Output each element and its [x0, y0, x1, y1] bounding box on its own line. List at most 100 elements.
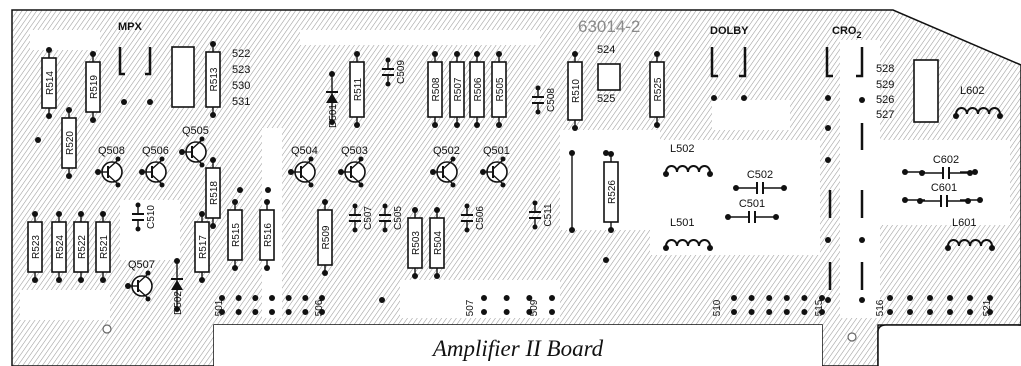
resistor-label: R520 — [65, 131, 76, 155]
edge-pad — [783, 309, 790, 315]
edge-pad — [987, 309, 993, 315]
edge-pad — [947, 295, 953, 301]
resistor-r510: R510 — [567, 51, 583, 131]
transistor-label: Q508 — [98, 145, 125, 157]
edge-pad — [481, 309, 487, 315]
resistor-r506: R506 — [469, 51, 485, 128]
resistor-label: R517 — [198, 235, 209, 259]
edge-pad — [269, 309, 275, 315]
transistor-q501: Q501 — [480, 145, 510, 188]
terminal-label: 528 — [876, 63, 894, 75]
edge-pad — [801, 295, 808, 301]
edge-pad — [987, 295, 993, 301]
edge-pad — [887, 309, 893, 315]
mounting-hole-right — [847, 332, 857, 342]
misc-pads — [35, 95, 983, 303]
edge-connector-label: 506 — [314, 299, 325, 316]
capacitor-c510: C510 — [132, 202, 157, 232]
transistor-label: Q504 — [291, 145, 318, 157]
resistor-label: R516 — [263, 223, 274, 247]
resistor-label: R515 — [231, 223, 242, 247]
edge-pad — [319, 309, 325, 315]
transistor-label: Q507 — [128, 259, 155, 271]
resistor-label: R511 — [353, 77, 364, 101]
resistor-label: R523 — [31, 235, 42, 259]
connector-block-524 — [597, 63, 621, 91]
capacitor-label: C510 — [146, 205, 157, 229]
resistor-r514: R514 — [41, 47, 57, 119]
dolby-header-label: DOLBY — [710, 25, 749, 37]
capacitor-c505: C505 — [379, 203, 404, 233]
capacitor-label: C511 — [543, 203, 554, 227]
edge-pad — [219, 295, 225, 301]
edge-pad — [927, 295, 933, 301]
resistor-label: R509 — [321, 225, 332, 249]
edge-pad — [269, 295, 275, 301]
transistor-label: Q501 — [483, 145, 510, 157]
terminal-label: 526 — [876, 94, 894, 106]
capacitor-label: C506 — [475, 206, 486, 230]
capacitor-c602: C602 — [919, 154, 973, 179]
terminal-label: 522 — [232, 48, 250, 60]
edge-pad — [801, 309, 808, 315]
capacitor-label: C602 — [933, 154, 959, 166]
transistor-label: Q505 — [182, 125, 209, 137]
capacitor-label: C601 — [931, 182, 957, 194]
resistor-r511: R511 — [349, 51, 365, 128]
resistor-r515: R515 — [227, 199, 243, 271]
resistor-label: R521 — [99, 235, 110, 259]
capacitor-c511: C511 — [529, 200, 554, 230]
edge-pad — [748, 309, 755, 315]
resistor-label: R508 — [431, 77, 442, 101]
transistor-q503: Q503 — [338, 145, 368, 188]
diode-d502: D502 — [171, 258, 184, 315]
edge-pad — [549, 309, 555, 315]
capacitor-c601: C601 — [917, 182, 971, 207]
edge-pad — [302, 309, 309, 315]
resistor-label: R522 — [77, 235, 88, 259]
resistor-r504: R504 — [429, 207, 445, 279]
header-pins — [118, 47, 864, 290]
resistor-r518: R518 — [205, 157, 221, 229]
inductor-l501: L501 — [663, 217, 713, 251]
resistor-r503: R503 — [407, 207, 423, 279]
edge-pad — [783, 295, 790, 301]
diode-label: D502 — [173, 291, 184, 315]
edge-connector-label: 515 — [814, 299, 825, 316]
edge-pad — [235, 295, 242, 301]
terminal-label: 527 — [876, 109, 894, 121]
edge-connector-label: 510 — [712, 299, 723, 316]
title-panel — [214, 325, 822, 366]
resistor-label: R510 — [571, 79, 582, 103]
edge-connector-label: 509 — [529, 299, 540, 316]
resistor-r520: R520 — [61, 107, 77, 179]
terminal-label: 524 — [597, 44, 615, 56]
resistor-r519: R519 — [85, 51, 101, 123]
edge-pad — [503, 295, 510, 301]
transistor-q507: Q507 — [125, 259, 155, 302]
edge-pad — [503, 309, 510, 315]
edge-pad — [819, 295, 825, 301]
edge-pad — [887, 295, 893, 301]
resistor-label: R514 — [45, 71, 56, 95]
transistor-label: Q503 — [341, 145, 368, 157]
edge-pad — [967, 309, 973, 315]
edge-pad — [481, 295, 487, 301]
edge-pad — [319, 295, 325, 301]
transistor-label: Q506 — [142, 145, 169, 157]
trace-channels — [20, 30, 1010, 320]
edge-pad — [252, 309, 259, 315]
diode-d501: D501 — [326, 71, 339, 128]
edge-pad — [907, 309, 913, 315]
inductor-label: L501 — [670, 217, 694, 229]
resistor-label: R504 — [433, 231, 444, 255]
edge-pad — [731, 309, 737, 315]
inductor-label: L502 — [670, 143, 694, 155]
transistor-label: Q502 — [433, 145, 460, 157]
right-cutout-outline — [877, 324, 1021, 366]
capacitor-c509: C509 — [382, 57, 407, 87]
capacitor-c506: C506 — [461, 203, 486, 233]
